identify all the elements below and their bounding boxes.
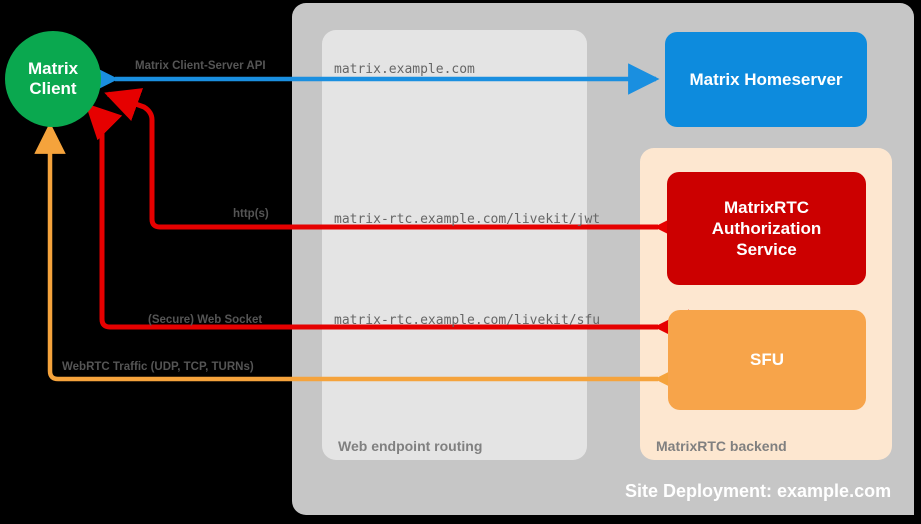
flow-label-secure-websocket: (Secure) Web Socket xyxy=(148,314,263,326)
url-label-matrix-example-com: matrix.example.com xyxy=(334,62,475,77)
url-label-livekit-sfu: matrix-rtc.example.com/livekit/sfu xyxy=(334,313,601,328)
node-sfu[interactable]: SFU xyxy=(668,310,866,410)
web-endpoint-routing-caption: Web endpoint routing xyxy=(338,438,483,454)
auth-service-label-line3: Service xyxy=(736,240,797,260)
connector-webrtc-traffic xyxy=(34,122,686,395)
node-matrix-client[interactable]: Matrix Client xyxy=(5,31,101,127)
matrix-client-label-line2: Client xyxy=(29,79,77,98)
matrixrtc-backend-caption: MatrixRTC backend xyxy=(656,438,787,454)
flow-label-webrtc-traffic: WebRTC Traffic (UDP, TCP, TURNs) xyxy=(62,361,254,373)
connector-https-jwt xyxy=(104,88,689,245)
flow-label-matrix-client-server-api: Matrix Client-Server API xyxy=(135,60,266,72)
flow-label-https: http(s) xyxy=(233,208,269,220)
site-deployment-caption: Site Deployment: example.com xyxy=(625,481,892,501)
sfu-label: SFU xyxy=(750,350,784,369)
matrix-homeserver-label: Matrix Homeserver xyxy=(689,69,843,89)
auth-service-label-line2: Authorization xyxy=(711,218,822,238)
node-matrixrtc-authorization-service[interactable]: MatrixRTC Authorization Service xyxy=(667,172,866,285)
matrix-client-label-line1: Matrix xyxy=(27,58,79,78)
auth-service-label-line1: MatrixRTC xyxy=(723,197,809,217)
node-matrix-homeserver[interactable]: Matrix Homeserver xyxy=(665,32,867,127)
url-label-livekit-jwt: matrix-rtc.example.com/livekit/jwt xyxy=(334,212,601,227)
